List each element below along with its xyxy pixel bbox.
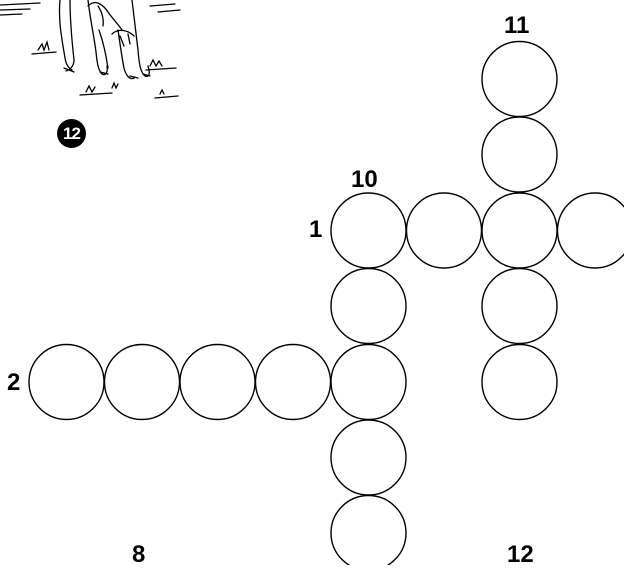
- letter-cell[interactable]: [256, 345, 331, 420]
- letter-cell[interactable]: [331, 345, 406, 420]
- letter-cell[interactable]: [482, 117, 557, 192]
- clue-number-12: 12: [507, 543, 534, 567]
- clue-number-8: 8: [132, 543, 145, 567]
- clue-number-1: 1: [309, 218, 322, 242]
- letter-cell[interactable]: [482, 345, 557, 420]
- letter-cell[interactable]: [180, 345, 255, 420]
- clue-number-2: 2: [7, 371, 20, 395]
- letter-cell[interactable]: [105, 345, 180, 420]
- letter-cell[interactable]: [482, 193, 557, 268]
- clue-number-11: 11: [504, 14, 529, 38]
- letter-cell[interactable]: [29, 345, 104, 420]
- letter-cell[interactable]: [482, 42, 557, 117]
- letter-cell[interactable]: [331, 420, 406, 495]
- letter-cell[interactable]: [331, 496, 406, 566]
- clue-number-10: 10: [351, 168, 378, 192]
- letter-cell[interactable]: [482, 269, 557, 344]
- letter-cell[interactable]: [331, 193, 406, 268]
- letter-cell[interactable]: [558, 193, 624, 268]
- letter-cell[interactable]: [407, 193, 482, 268]
- letter-cell[interactable]: [331, 269, 406, 344]
